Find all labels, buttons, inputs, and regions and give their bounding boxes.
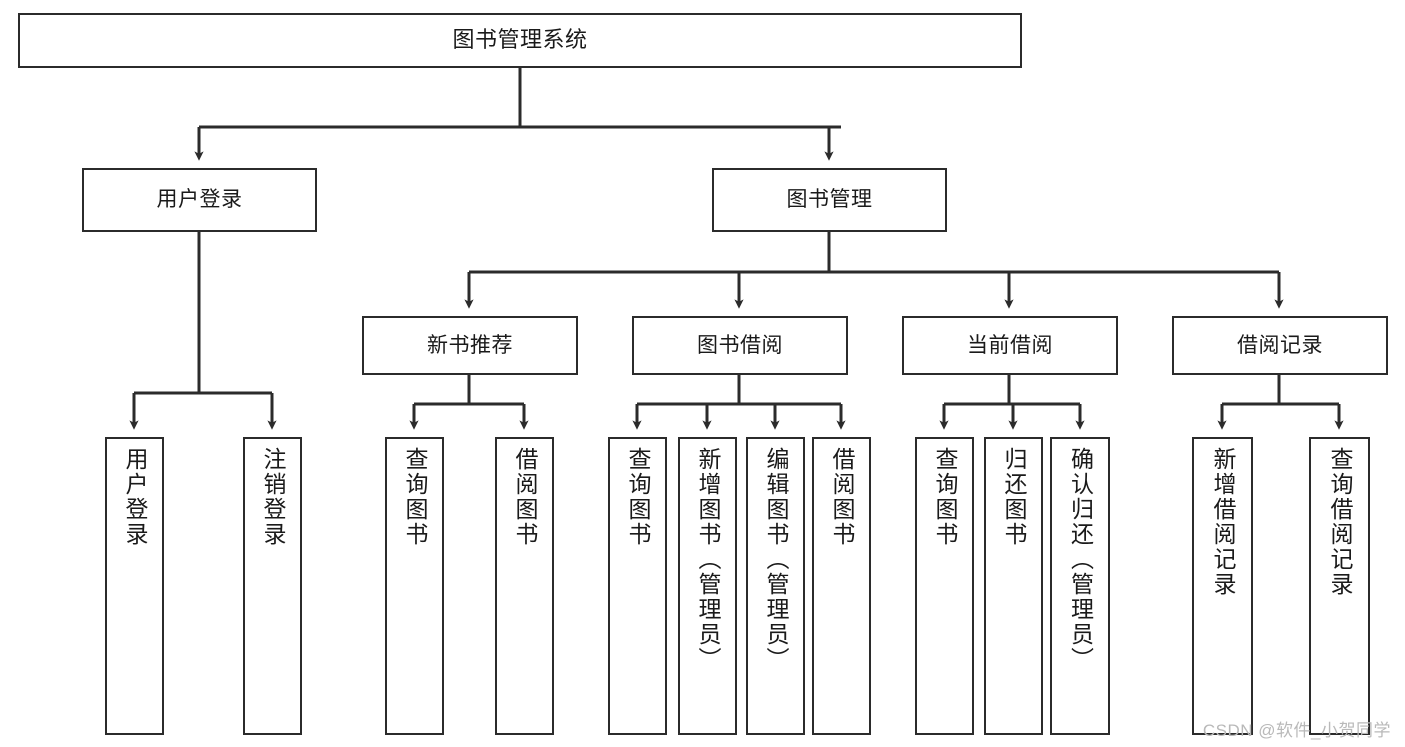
leaf-confirm-return-admin[interactable]: 确认归还（管理员）: [1050, 437, 1110, 735]
node-label: 当前借阅: [967, 333, 1053, 357]
node-label: 查询借阅记录: [1327, 447, 1353, 597]
node-label: 用户登录: [122, 447, 148, 547]
node-label: 归还图书: [1001, 447, 1027, 547]
node-label: 借阅图书: [512, 447, 538, 547]
leaf-query-book-current[interactable]: 查询图书: [915, 437, 974, 735]
node-label: 查询图书: [402, 447, 428, 547]
node-label: 图书借阅: [697, 333, 783, 357]
node-label: 图书管理系统: [452, 27, 588, 53]
node-label: 用户登录: [156, 188, 243, 212]
node-book-borrowing[interactable]: 图书借阅: [632, 316, 848, 375]
leaf-user-login[interactable]: 用户登录: [105, 437, 164, 735]
node-label: 查询图书: [625, 447, 651, 547]
node-label: 图书管理: [786, 188, 873, 212]
node-current-borrowing[interactable]: 当前借阅: [902, 316, 1118, 375]
node-label: 新书推荐: [427, 333, 513, 357]
leaf-logout[interactable]: 注销登录: [243, 437, 302, 735]
node-label: 编辑图书（管理员）: [763, 447, 789, 672]
leaf-query-book-borrowing[interactable]: 查询图书: [608, 437, 667, 735]
leaf-add-borrow-record[interactable]: 新增借阅记录: [1192, 437, 1253, 735]
leaf-edit-book-admin[interactable]: 编辑图书（管理员）: [746, 437, 805, 735]
node-new-book-recommendation[interactable]: 新书推荐: [362, 316, 578, 375]
node-book-management[interactable]: 图书管理: [712, 168, 947, 232]
leaf-query-book-new[interactable]: 查询图书: [385, 437, 444, 735]
node-label: 注销登录: [260, 447, 286, 547]
leaf-add-book-admin[interactable]: 新增图书（管理员）: [678, 437, 737, 735]
node-root-book-management-system[interactable]: 图书管理系统: [18, 13, 1022, 68]
node-borrow-records[interactable]: 借阅记录: [1172, 316, 1388, 375]
node-user-login[interactable]: 用户登录: [82, 168, 317, 232]
leaf-borrow-book-new[interactable]: 借阅图书: [495, 437, 554, 735]
node-label: 新增图书（管理员）: [695, 447, 721, 672]
node-label: 确认归还（管理员）: [1067, 447, 1094, 672]
leaf-query-borrow-record[interactable]: 查询借阅记录: [1309, 437, 1370, 735]
leaf-return-book[interactable]: 归还图书: [984, 437, 1043, 735]
node-label: 查询图书: [932, 447, 958, 547]
node-label: 借阅图书: [829, 447, 855, 547]
node-label: 新增借阅记录: [1210, 447, 1236, 597]
leaf-borrow-book-borrowing[interactable]: 借阅图书: [812, 437, 871, 735]
node-label: 借阅记录: [1237, 333, 1323, 357]
